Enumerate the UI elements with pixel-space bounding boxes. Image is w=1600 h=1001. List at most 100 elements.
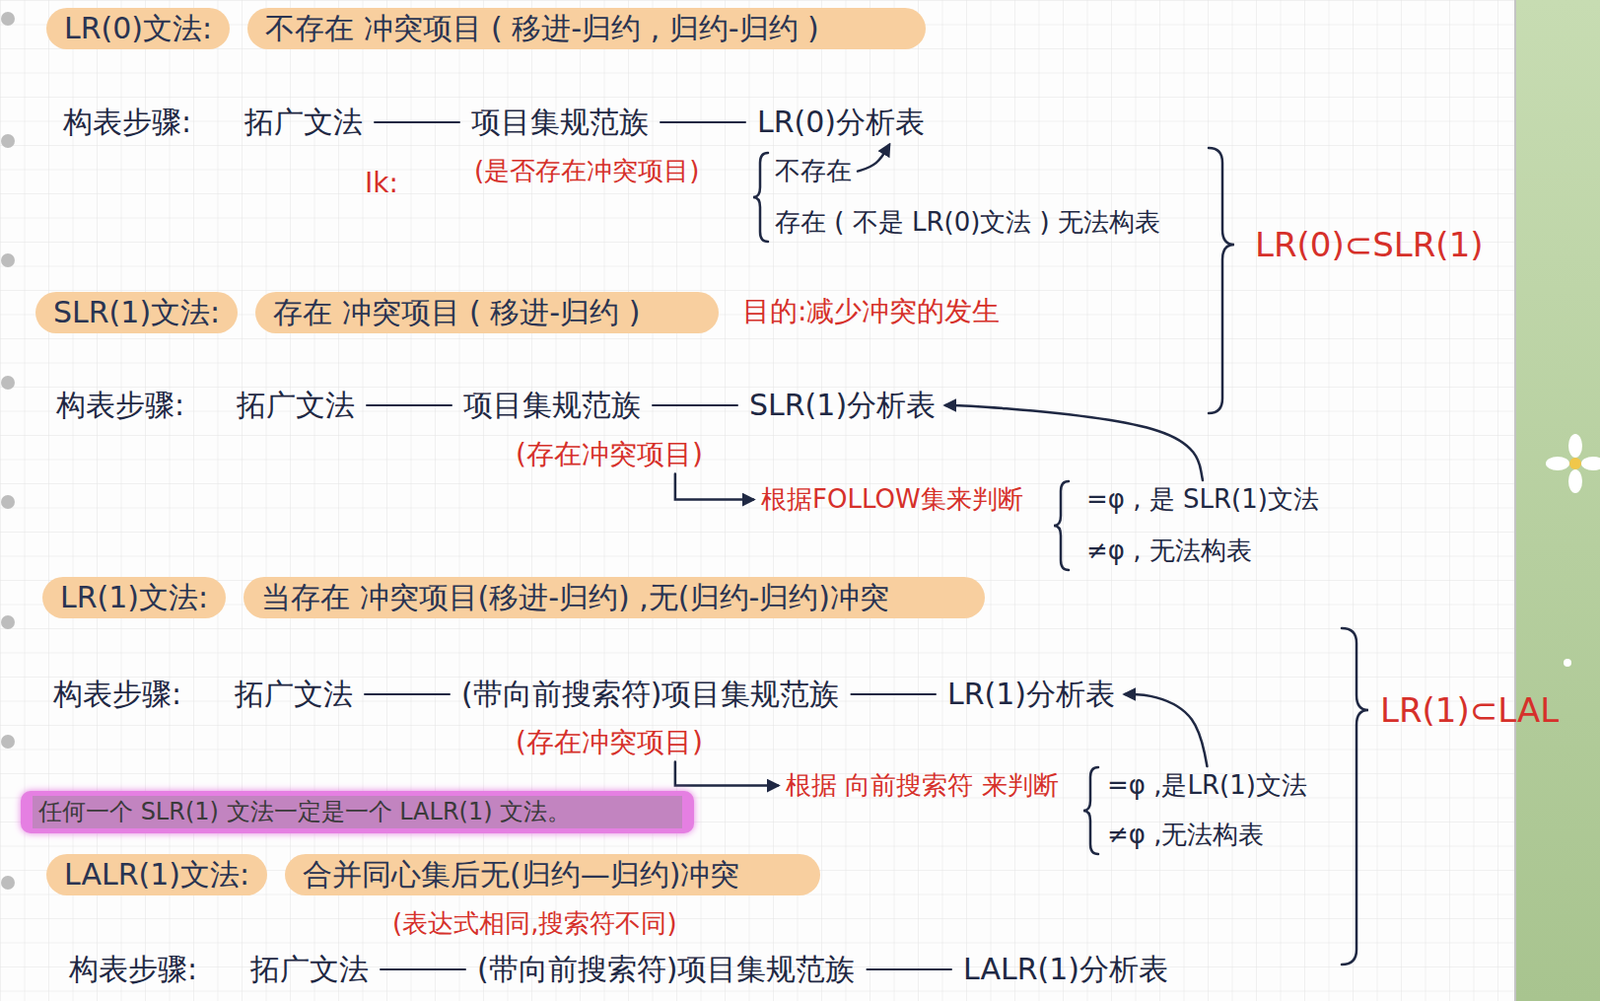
row-heading: 构表步骤: [63, 104, 192, 140]
paper [0, 0, 1516, 1001]
heading-pill: 当存在 冲突项目(移进-归约) ,无(归约-归约)冲突 [243, 576, 985, 619]
step-text: 拓广文法 [234, 676, 353, 712]
node-text: 根据FOLLOW集来判断 [761, 484, 1024, 515]
node-text: =φ , 是 SLR(1)文法 [1086, 484, 1320, 515]
node-text: 拓广文法 [244, 104, 363, 140]
flower-center [1569, 457, 1582, 470]
braces [753, 147, 1369, 965]
step-text: 拓广文法 [236, 387, 355, 423]
note-text: (存在冲突项目) [515, 437, 703, 472]
step-text: 拓广文法 [244, 104, 363, 140]
node-text: 存在 冲突项目 ( 移进-归约 ) [273, 294, 701, 331]
node-text: 项目集规范族 [463, 387, 641, 423]
node-text: (存在冲突项目) [515, 437, 703, 472]
petal [1568, 433, 1583, 458]
node-text: LR(0)分析表 [757, 104, 925, 140]
step-text: (带向前搜索符)项目集规范族 [477, 951, 855, 987]
relation-note: LR(0)⊂SLR(1) [1254, 224, 1484, 266]
result-text: =φ , 是 SLR(1)文法 [1086, 484, 1320, 515]
node-text: (带向前搜索符)项目集规范族 [477, 951, 855, 987]
step-text: 项目集规范族 [471, 104, 649, 140]
note-text: (表达式相同,搜索符不同) [392, 907, 678, 939]
curly-brace [1083, 766, 1099, 854]
heading-pill: SLR(1)文法: [35, 291, 238, 334]
connector-arrow [675, 474, 754, 500]
grid [0, 0, 1516, 1001]
binder-hole [0, 134, 15, 148]
node-text: SLR(1)分析表 [749, 387, 936, 423]
node-text: 不存在 [774, 155, 852, 187]
binder-hole [0, 875, 15, 890]
result-text: ≠φ ,无法构表 [1107, 819, 1264, 850]
flower [1545, 433, 1600, 667]
note-text: 根据FOLLOW集来判断 [761, 484, 1024, 515]
node-text: 根据 向前搜索符 来判断 [785, 769, 1059, 801]
heading-pill: 不存在 冲突项目 ( 移进-归约 , 归约-归约 ) [247, 7, 926, 50]
binder-holes [0, 11, 15, 890]
connector-line [660, 121, 746, 124]
note-text: Ik: [364, 166, 399, 201]
curly-brace [1208, 147, 1235, 414]
node-text: LALR(1)文法: [64, 856, 250, 893]
binder-hole [0, 734, 15, 749]
dot [1563, 658, 1572, 667]
connector-line [652, 404, 738, 407]
heading-pill: LR(0)文法: [46, 7, 230, 50]
node-text: (带向前搜索符)项目集规范族 [461, 676, 839, 712]
paper-edge [1514, 0, 1517, 1001]
node-text: 拓广文法 [250, 951, 369, 987]
result-text: =φ ,是LR(1)文法 [1107, 769, 1308, 801]
node-text: LR(0)文法: [64, 10, 212, 47]
connector-line [366, 404, 452, 407]
connector-arrow [857, 144, 890, 172]
step-text: 拓广文法 [250, 951, 369, 987]
result-text: 存在 ( 不是 LR(0)文法 ) 无法构表 [774, 207, 1161, 238]
binder-hole [0, 253, 15, 268]
petal [1568, 469, 1583, 493]
result-text: ≠φ , 无法构表 [1086, 535, 1253, 566]
node-text: LR(1)分析表 [947, 676, 1115, 712]
connector-line [364, 693, 450, 696]
node-text: (存在冲突项目) [515, 725, 703, 760]
row-heading: 构表步骤: [53, 676, 182, 712]
node-text: LALR(1)分析表 [963, 951, 1169, 987]
node-text: 合并同心集后无(归约—归约)冲突 [302, 856, 803, 893]
highlight-note: 任何一个 SLR(1) 文法一定是一个 LALR(1) 文法。 [20, 790, 695, 834]
curly-brace [1341, 627, 1369, 965]
connector-line [850, 693, 936, 696]
node-text: =φ ,是LR(1)文法 [1107, 769, 1308, 801]
step-text: (带向前搜索符)项目集规范族 [461, 676, 839, 712]
note-text: (存在冲突项目) [515, 725, 703, 760]
connector-arrow [1124, 694, 1207, 766]
node-text: 拓广文法 [236, 387, 355, 423]
node-text: 项目集规范族 [471, 104, 649, 140]
node-text: 拓广文法 [234, 676, 353, 712]
binder-hole [0, 615, 15, 629]
relation-note: LR(1)⊂LAL [1380, 690, 1559, 731]
connector-line [380, 968, 466, 971]
note-text: (是否存在冲突项目) [474, 155, 699, 187]
step-text: LR(1)分析表 [947, 676, 1115, 712]
node-text: SLR(1)文法: [53, 294, 220, 331]
petal [1545, 456, 1570, 471]
row-heading: 构表步骤: [56, 387, 185, 423]
heading-pill: LR(1)文法: [42, 576, 226, 619]
node-text: 任何一个 SLR(1) 文法一定是一个 LALR(1) 文法。 [32, 795, 683, 829]
note-text: 根据 向前搜索符 来判断 [785, 769, 1059, 801]
heading-pill: 存在 冲突项目 ( 移进-归约 ) [255, 291, 719, 334]
step-text: LR(0)分析表 [757, 104, 925, 140]
petal [1581, 456, 1600, 471]
node-text: LR(1)文法: [60, 579, 209, 616]
result-text: 不存在 [774, 155, 852, 187]
row-heading: 构表步骤: [69, 951, 198, 987]
curly-brace [1053, 481, 1069, 570]
heading-pill: 合并同心集后无(归约—归约)冲突 [284, 853, 821, 896]
binder-hole [0, 375, 15, 390]
step-text: LALR(1)分析表 [963, 951, 1169, 987]
binder-hole [0, 494, 15, 509]
connector-line [866, 968, 952, 971]
heading-pill: LALR(1)文法: [46, 853, 268, 896]
step-text: 项目集规范族 [463, 387, 641, 423]
binder-hole [0, 11, 15, 26]
step-text: SLR(1)分析表 [749, 387, 936, 423]
